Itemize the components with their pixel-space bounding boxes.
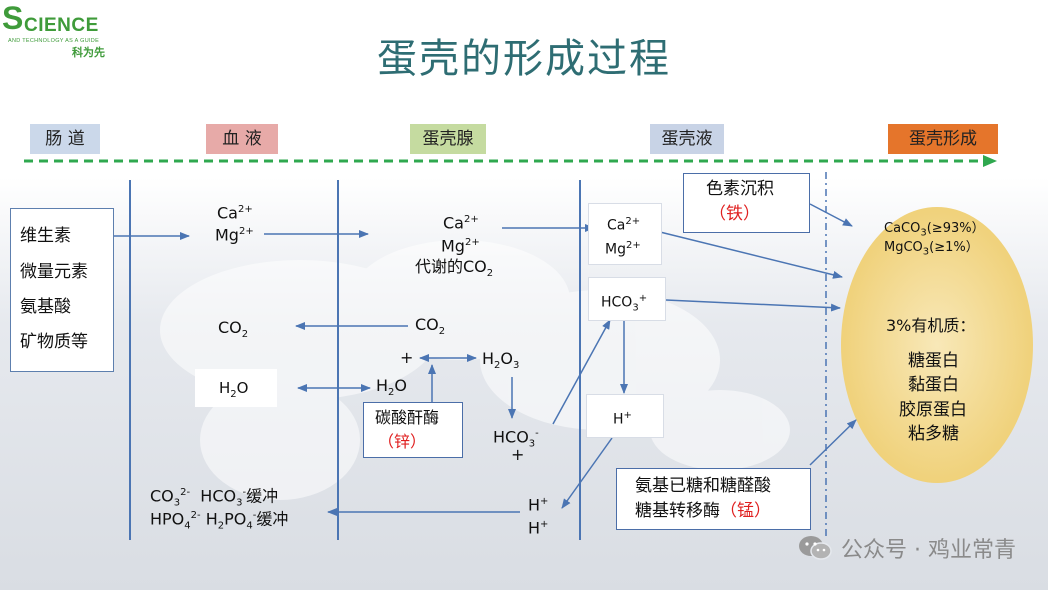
gland-h-2: H+ (528, 518, 549, 538)
gland-metabolic-co2: 代谢的CO2 (415, 257, 494, 280)
stage-shell-formation-label: 蛋壳形成 (909, 129, 977, 149)
blood-co2: CO2 (218, 318, 249, 341)
blood-h2o-box: H2O (195, 369, 277, 407)
gland-plus-2: + (511, 445, 525, 464)
stage-intestine-label: 肠 道 (45, 129, 85, 149)
stage-shell-fluid-label: 蛋壳液 (661, 129, 713, 149)
glycosyltransferase-line-2: 糖基转移酶（锰） (635, 501, 771, 521)
stage-shell-gland-label: 蛋壳腺 (422, 129, 474, 149)
fluid-mg: Mg2+ (605, 240, 641, 258)
pigment-box: 色素沉积 （铁） (683, 173, 810, 233)
shell-ellipse (841, 207, 1033, 483)
gland-mg: Mg2+ (441, 236, 480, 256)
watermark-text: 公众号 · 鸡业常青 (841, 538, 1016, 563)
stage-shell-gland: 蛋壳腺 (410, 124, 486, 154)
stage-blood-label: 血 液 (222, 129, 262, 149)
fluid-hco3: HCO3+ (601, 293, 648, 314)
intestine-item: 矿物质等 (20, 332, 88, 352)
glycosyltransferase-box: 氨基已糖和糖醛酸 糖基转移酶（锰） (616, 468, 811, 530)
shell-mgco3: MgCO3(≥1%） (884, 240, 979, 258)
intestine-item: 氨基酸 (20, 297, 71, 317)
stage-intestine: 肠 道 (30, 124, 100, 154)
carbonic-anhydrase-cofactor: （锌） (378, 432, 427, 451)
blood-buffer-1: CO32- HCO3-缓冲 (150, 486, 279, 509)
intestine-item: 微量元素 (20, 262, 88, 282)
gland-h2o: H2O (376, 376, 407, 399)
shell-organic-item: 糖蛋白 (908, 351, 959, 371)
carbonic-anhydrase-label: 碳酸酐酶 (375, 408, 440, 427)
blood-h2o: H2O (219, 379, 249, 400)
fluid-ions-box: Ca2+ Mg2+ (588, 203, 662, 265)
watermark: 公众号 · 鸡业常青 (799, 532, 1016, 564)
wechat-icon (799, 536, 832, 560)
page-title: 蛋壳的形成过程 (377, 36, 671, 82)
shell-organic-item: 粘多糖 (908, 424, 959, 444)
fluid-hco3-box: HCO3+ (588, 277, 666, 321)
logo-chinese: 科为先 (72, 46, 105, 59)
carbonic-anhydrase-box: 碳酸酐酶 （锌） (363, 402, 463, 458)
blood-buffer-2: HPO42- H2PO4-缓冲 (150, 509, 289, 532)
gland-hco3: HCO3- (493, 427, 539, 450)
blood-mg: Mg2+ (215, 225, 254, 245)
fluid-h: H+ (613, 410, 632, 428)
stage-shell-formation: 蛋壳形成 (888, 124, 998, 154)
gland-plus: + (400, 348, 414, 367)
stage-shell-fluid: 蛋壳液 (650, 124, 724, 154)
glycosyltransferase-line-1: 氨基已糖和糖醛酸 (635, 476, 771, 496)
shell-organic-item: 黏蛋白 (908, 375, 959, 395)
pigment-label: 色素沉积 (706, 179, 774, 199)
fluid-ca: Ca2+ (607, 216, 641, 234)
gland-h-1: H+ (528, 495, 549, 515)
logo-letter: S (2, 0, 24, 36)
stage-blood: 血 液 (206, 124, 278, 154)
gland-ca: Ca2+ (443, 213, 479, 233)
shell-organic-item: 胶原蛋白 (899, 400, 967, 420)
fluid-h-box: H+ (586, 394, 664, 438)
shell-organic-title: 3%有机质： (886, 316, 976, 335)
gland-co2: CO2 (415, 315, 446, 338)
gland-h2o3: H2O3 (482, 349, 520, 372)
intestine-item: 维生素 (20, 226, 71, 246)
pigment-cofactor: （铁） (709, 204, 760, 224)
shell-caco3: CaCO3(≥93%） (884, 221, 985, 239)
intestine-box: 维生素 微量元素 氨基酸 矿物质等 (10, 208, 114, 372)
blood-ca: Ca2+ (217, 203, 253, 223)
logo-wordmark: CIENCE (24, 15, 99, 36)
logo-tagline: AND TECHNOLOGY AS A GUIDE (8, 38, 100, 44)
